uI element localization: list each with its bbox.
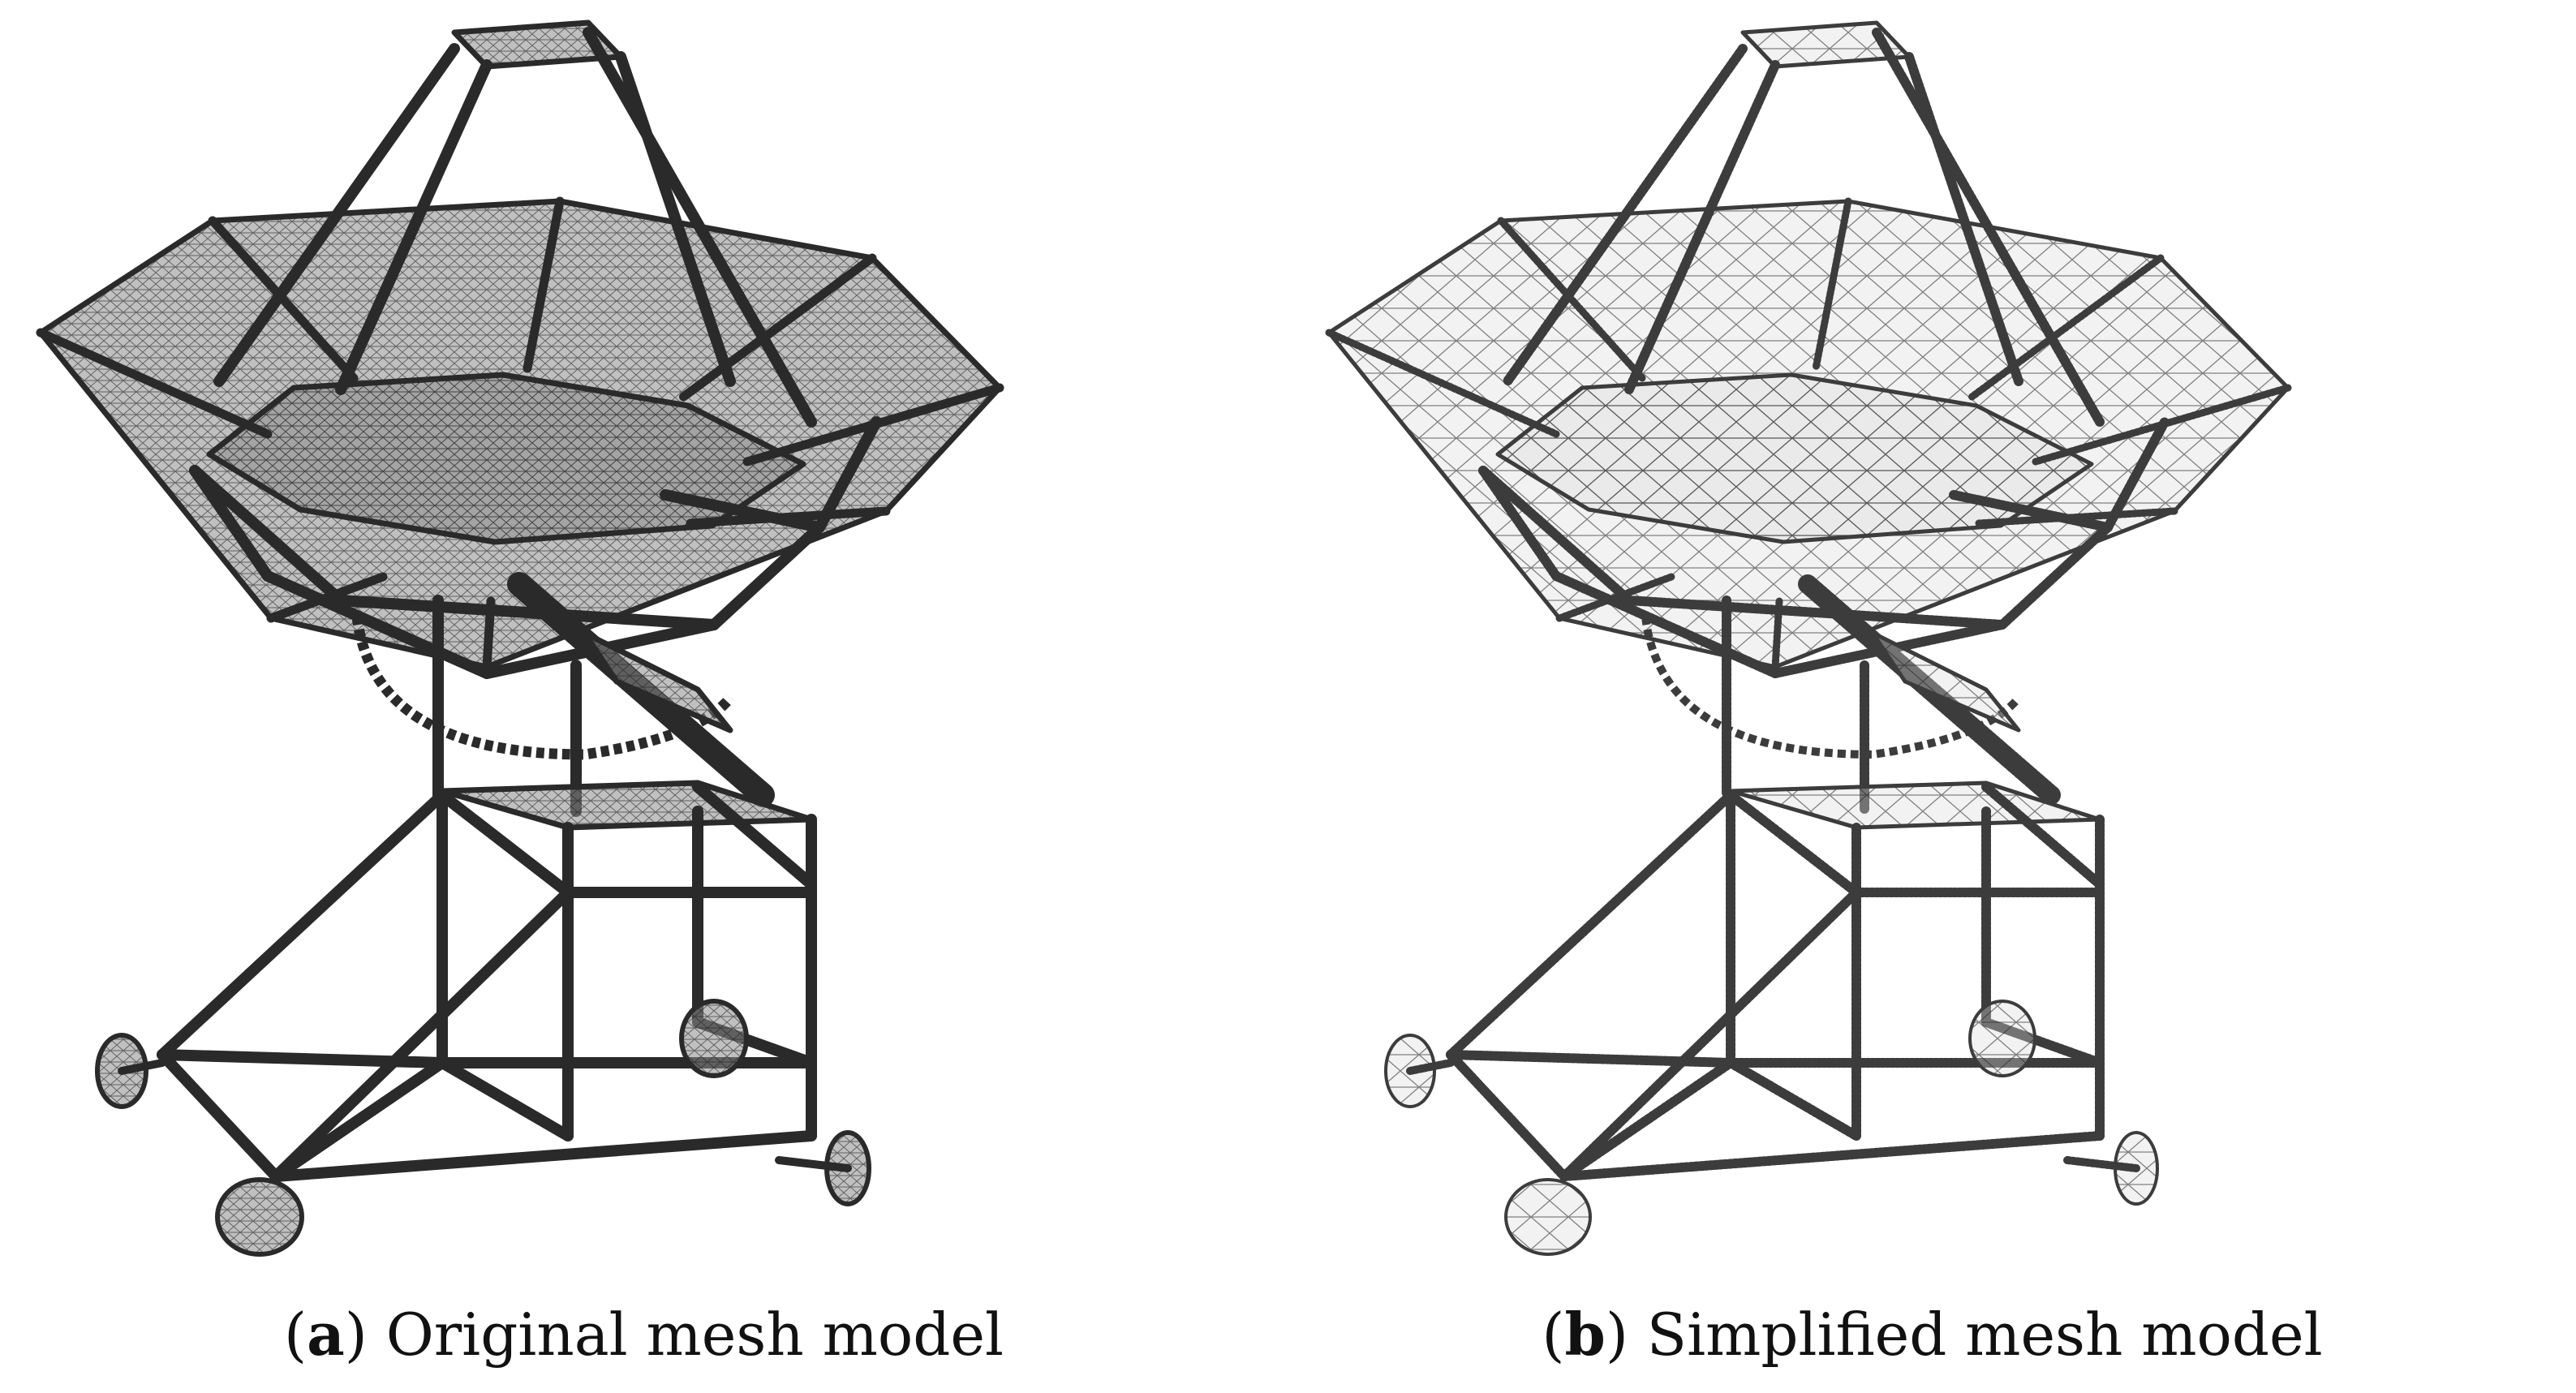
dish-rib <box>36 328 273 439</box>
figure-panel-a: (a) Original mesh model <box>36 19 1004 1369</box>
base-frame <box>1559 1058 1735 1181</box>
feed-leg <box>1624 60 1780 394</box>
dish-frame <box>262 570 492 679</box>
antenna-mesh-original <box>36 19 1004 1257</box>
dish-frame <box>335 595 720 630</box>
dish-frame <box>708 522 825 630</box>
figure-panel-b: (b) Simplified mesh model <box>1288 0 2576 1393</box>
base-frame <box>270 1057 448 1182</box>
axle <box>118 1059 166 1075</box>
dish-frame <box>2103 417 2170 532</box>
caption-b-text: Simplified mesh model <box>1646 1301 2323 1369</box>
caption-b: (b) Simplified mesh model <box>1542 1300 2323 1369</box>
wheel-icon <box>215 1177 304 1257</box>
base-frame <box>157 1049 282 1182</box>
base-frame <box>270 1130 817 1182</box>
feed-leg <box>1904 52 2023 386</box>
dish-rib <box>523 196 565 373</box>
wheel-icon <box>1504 1178 1592 1256</box>
wheel-icon <box>1968 1000 2036 1077</box>
dish-bowl <box>1495 372 2094 544</box>
feed-leg <box>335 59 492 395</box>
dish-frame <box>1949 490 2113 532</box>
dish-frame <box>1624 595 2007 630</box>
base-frame <box>437 789 574 898</box>
actuator-housing <box>581 630 733 733</box>
dish-frame <box>1478 466 1561 581</box>
dish-rib <box>1497 217 1646 382</box>
wheel-icon <box>679 999 749 1078</box>
dish-frame <box>660 489 825 533</box>
actuator-housing <box>1870 630 2021 733</box>
dish-rib <box>1812 197 1852 372</box>
caption-b-letter: b <box>1564 1300 1606 1369</box>
dish-rib <box>1325 329 1560 438</box>
caption-a-letter: a <box>307 1300 345 1369</box>
feed-leg <box>583 27 817 428</box>
base-frame <box>157 789 448 1060</box>
dish-bowl <box>206 372 806 545</box>
axle <box>1406 1059 1455 1075</box>
base-frame <box>270 887 574 1182</box>
feed-leg <box>213 43 460 387</box>
base-frame <box>692 781 817 890</box>
dish-rib <box>1968 254 2165 401</box>
base-frame <box>1559 1131 2105 1181</box>
dish-frame <box>1551 571 1780 678</box>
dish-frame <box>1998 522 2113 630</box>
base-frame <box>1726 790 1861 897</box>
feed-leg <box>615 51 736 387</box>
dish-frame <box>814 416 882 533</box>
base-frame <box>1446 1050 1569 1181</box>
antenna-mesh-simplified <box>1325 20 2292 1256</box>
caption-a: (a) Original mesh model <box>284 1300 1004 1369</box>
feed-leg <box>1872 28 2105 427</box>
axle <box>2063 1156 2140 1172</box>
base-frame <box>1446 790 1735 1060</box>
dish-rib <box>679 253 877 402</box>
base-frame <box>437 1057 574 1141</box>
base-frame <box>1726 1058 1861 1141</box>
dish-frame <box>189 465 346 606</box>
feed-leg <box>1503 44 1748 386</box>
caption-a-text: Original mesh model <box>385 1301 1004 1369</box>
base-frame <box>1559 888 1861 1181</box>
dish-frame <box>1478 466 1634 605</box>
base-frame <box>1981 782 2105 889</box>
axle <box>775 1156 852 1172</box>
